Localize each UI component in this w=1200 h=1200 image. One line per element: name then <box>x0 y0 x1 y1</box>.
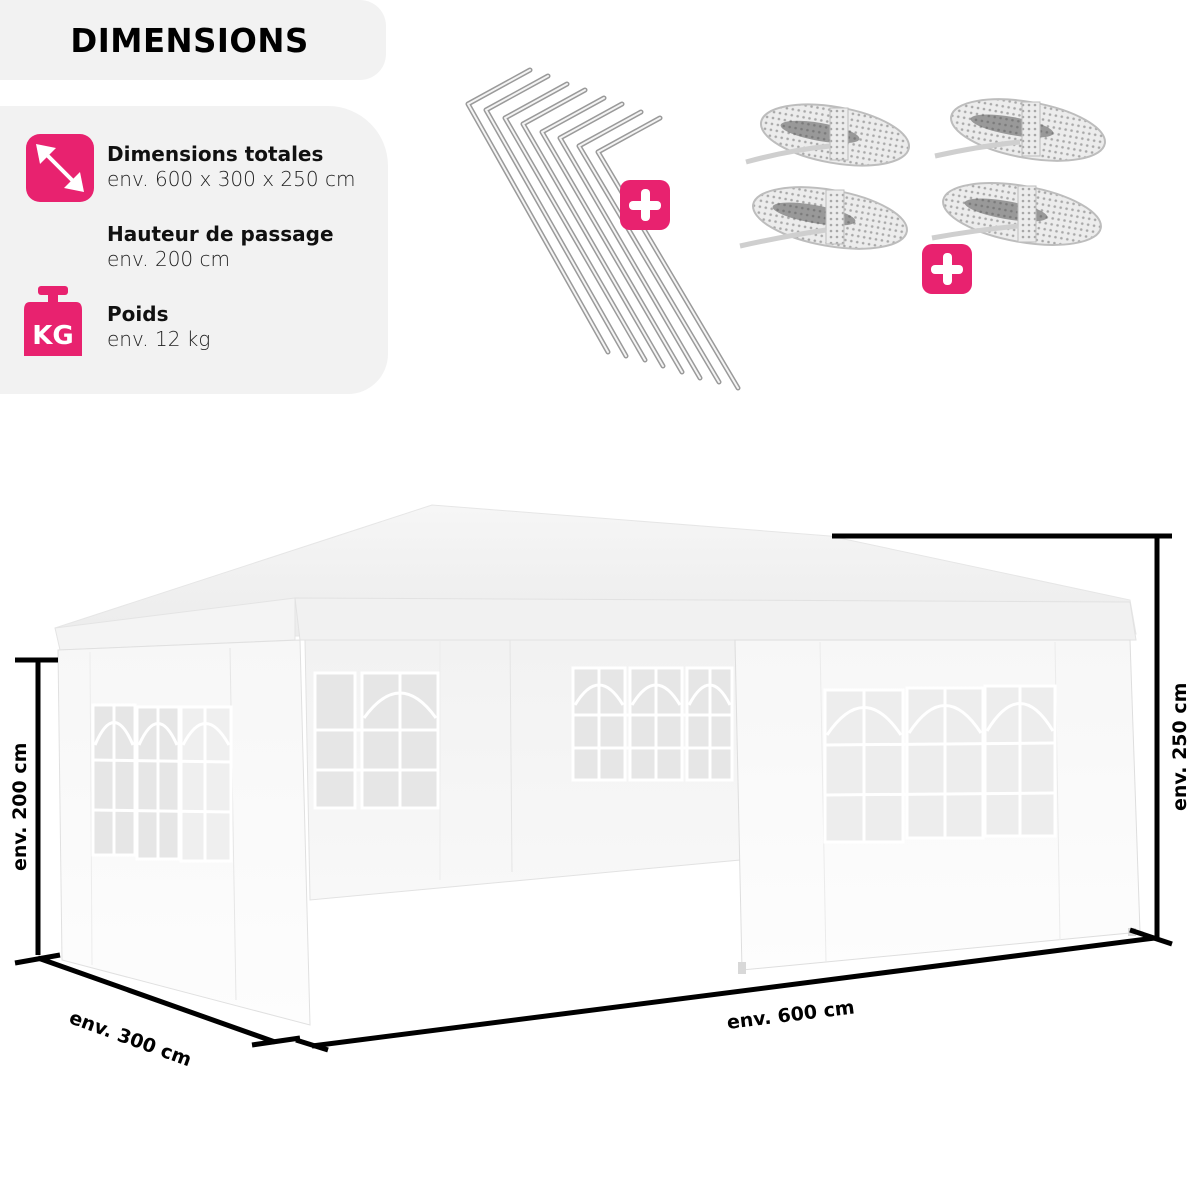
title-panel: DIMENSIONS <box>0 0 386 80</box>
plus-icon <box>620 180 670 230</box>
spec-weight: Poids env. 12 kg <box>107 302 210 352</box>
spec-label: Poids <box>107 302 169 326</box>
specs-panel: Dimensions totales env. 600 x 300 x 250 … <box>0 106 388 394</box>
spec-total-dimensions: Dimensions totales env. 600 x 300 x 250 … <box>107 142 355 192</box>
spec-label: Dimensions totales <box>107 142 324 166</box>
spec-label: Hauteur de passage <box>107 222 334 246</box>
diagonal-arrow-icon <box>26 134 94 202</box>
spec-value: env. 12 kg <box>107 327 211 351</box>
svg-text:KG: KG <box>32 321 74 351</box>
spec-value: env. 200 cm <box>107 247 230 271</box>
spec-value: env. 600 x 300 x 250 cm <box>107 167 356 191</box>
rope-coil <box>745 103 911 167</box>
plus-icon <box>922 244 972 294</box>
page-title: DIMENSIONS <box>70 20 310 60</box>
spec-passage-height: Hauteur de passage env. 200 cm <box>107 222 334 272</box>
total-height-label: env. 250 cm <box>1169 682 1191 811</box>
passage-height-label: env. 200 cm <box>9 742 31 871</box>
kg-weight-icon: KG <box>20 286 86 356</box>
